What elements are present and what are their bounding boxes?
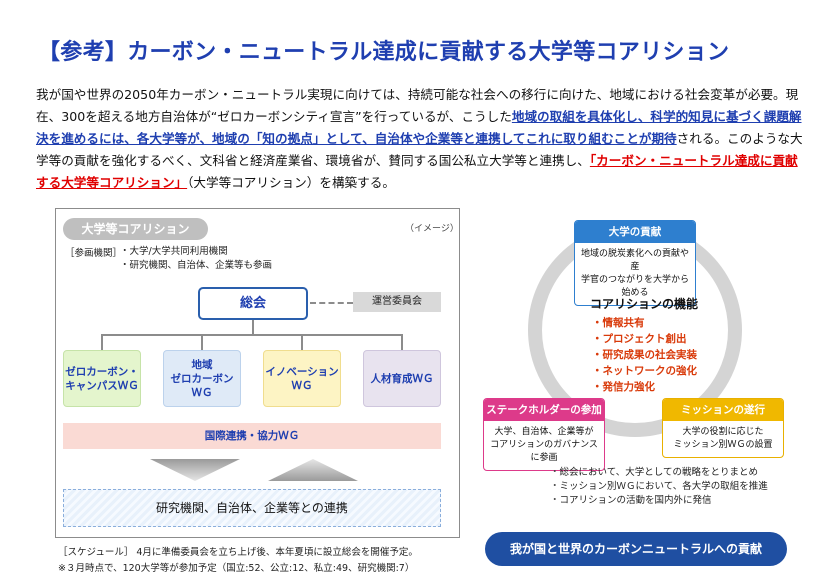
connector-horizontal [101,334,403,336]
card-title: ミッションの遂行 [663,399,783,421]
functions-list: ・情報共有 ・プロジェクト創出 ・研究成果の社会実装 ・ネットワークの強化 ・発… [592,315,697,395]
arrow-up-icon [268,459,358,481]
intro-text-3: （大学等コアリション）を構築する。 [187,175,395,190]
page-title: 【参考】カーボン・ニュートラル達成に貢献する大学等コアリション [38,40,730,65]
intro-text-2: される。このような大学等の貢献を強化するべく、文科省と経済産業省、環境省が、賛同… [36,131,803,168]
activity-bullets: 総会において、大学としての戦略をとりまとめ ミッション別ＷＧにおいて、各大学の取… [550,466,768,508]
mission-card: ミッションの遂行 大学の役割に応じた ミッション別ＷＧの設置 [662,398,784,458]
connector-drop [201,334,203,350]
member-item: ・大学/大学共同利用機関 [120,246,228,257]
function-item: ・研究成果の社会実装 [592,349,697,361]
bullet-item: ミッション別ＷＧにおいて、各大学の取組を推進 [550,480,768,494]
wg-innovation: イノベーション ＷＧ [263,350,341,407]
functions-title: コアリションの機能 [590,297,699,311]
stakeholder-card: ステークホルダーの参加 大学、自治体、企業等が コアリションのガバナンスに参画 [483,398,605,471]
members-list: ・大学/大学共同利用機関 ・研究機関、自治体、企業等も参画 [120,245,272,273]
panel-tab: 大学等コアリション [63,218,208,240]
contribution-pill: 我が国と世界のカーボンニュートラルへの貢献 [485,532,787,566]
connector-vertical [252,320,254,335]
function-item: ・発信力強化 [592,381,655,393]
university-contribution-card: 大学の貢献 地域の脱炭素化への貢献や産 学官のつながりを大学から始める [574,220,696,306]
card-title: 大学の貢献 [575,221,695,243]
collaboration-bar: 研究機関、自治体、企業等との連携 [63,489,441,527]
wg-zero-carbon-campus: ゼロカーボン・ キャンパスＷＧ [63,350,141,407]
function-item: ・情報共有 [592,317,645,329]
intro-paragraph: 我が国や世界の2050年カーボン・ニュートラル実現に向けては、持続可能な社会への… [36,84,806,194]
connector-drop [401,334,403,350]
steering-committee-box: 運営委員会 [353,292,441,312]
connector-drop [101,334,103,350]
function-item: ・ネットワークの強化 [592,365,697,377]
connector-drop [301,334,303,350]
dashed-connector [310,302,353,304]
member-item: ・研究機関、自治体、企業等も参画 [120,260,273,271]
function-item: ・プロジェクト創出 [592,333,687,345]
card-body: 地域の脱炭素化への貢献や産 学官のつながりを大学から始める [580,249,689,298]
general-assembly-box: 総会 [198,287,308,320]
schedule-note: ［スケジュール］ 4月に準備委員会を立ち上げ後、本年夏頃に設立総会を開催予定。 [58,547,418,558]
wg-regional-zero-carbon: 地域 ゼロカーボン ＷＧ [163,350,241,407]
card-body: 大学の役割に応じた ミッション別ＷＧの設置 [673,427,773,450]
bullet-item: 総会において、大学としての戦略をとりまとめ [550,466,768,480]
arrow-down-icon [150,459,240,481]
card-body: 大学、自治体、企業等が コアリションのガバナンスに参画 [490,427,598,463]
intro-highlight-2: 「カーボン・ニュートラル達成に貢献する大学等コアリション」 [36,153,798,190]
image-note: （イメージ） [405,224,459,234]
international-wg-bar: 国際連携・協力ＷＧ [63,423,441,449]
card-title: ステークホルダーの参加 [484,399,604,421]
participation-note: ※３月時点で、120大学等が参加予定（国立:52、公立:12、私立:49、研究機… [58,563,415,574]
intro-text-1: 我が国や世界の2050年カーボン・ニュートラル実現に向けては、持続可能な社会への… [36,87,799,124]
bullet-item: コアリションの活動を国内外に発信 [550,494,768,508]
wg-human-resources: 人材育成ＷＧ [363,350,441,407]
members-label: ［参画機関］ [65,248,123,259]
intro-highlight-1: 地域の取組を具体化し、科学的知見に基づく課題解決を進めるには、各大学等が、地域の… [36,109,802,146]
